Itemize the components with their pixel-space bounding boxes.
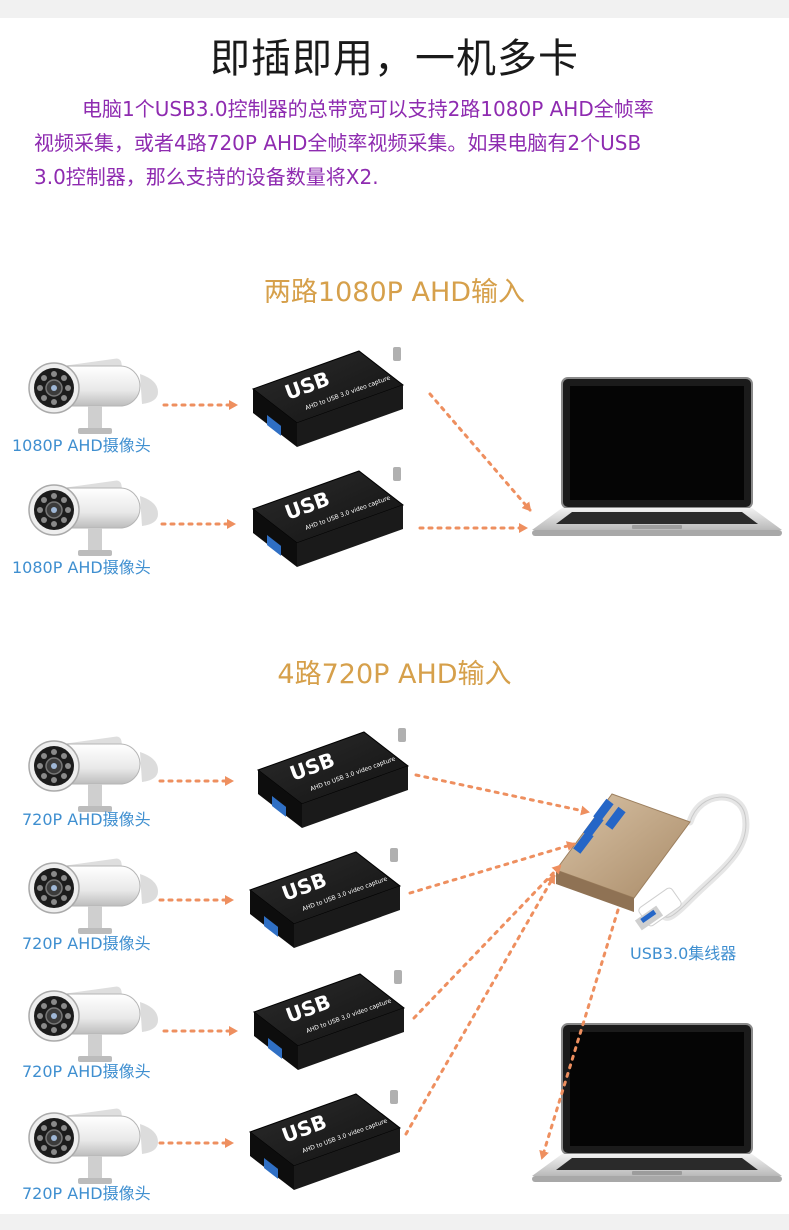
intro-line-3: 3.0控制器，那么支持的设备数量将X2. bbox=[34, 165, 379, 189]
section2-heading: 4路720P AHD输入 bbox=[277, 659, 512, 690]
camera-label: 720P AHD摄像头 bbox=[22, 1062, 151, 1081]
capture-box-5: USB AHD to USB 3.0 video capture bbox=[253, 969, 405, 1071]
capture-box-2: USB AHD to USB 3.0 video capture bbox=[252, 466, 404, 568]
arrows-section1 bbox=[160, 392, 532, 533]
camera-label: 1080P AHD摄像头 bbox=[12, 436, 151, 455]
arrows-section2 bbox=[158, 773, 620, 1160]
camera-icon bbox=[28, 857, 159, 935]
camera-icon bbox=[28, 985, 159, 1063]
intro-line-2: 视频采集，或者4路720P AHD全帧率视频采集。如果电脑有2个USB bbox=[34, 131, 642, 155]
top-band bbox=[0, 0, 789, 18]
camera-label: 720P AHD摄像头 bbox=[22, 934, 151, 953]
camera-icon bbox=[28, 479, 159, 557]
section1-heading: 两路1080P AHD输入 bbox=[263, 277, 526, 308]
camera-icon bbox=[28, 1107, 159, 1185]
laptop-icon bbox=[531, 377, 783, 537]
capture-box-1: USB AHD to USB 3.0 video capture bbox=[252, 346, 404, 448]
usb-hub-icon bbox=[555, 793, 750, 931]
intro-paragraph: 电脑1个USB3.0控制器的总带宽可以支持2路1080P AHD全帧率 视频采集… bbox=[34, 92, 754, 194]
page-title: 即插即用，一机多卡 bbox=[210, 36, 579, 82]
camera-icon bbox=[28, 735, 159, 813]
camera-icon bbox=[28, 357, 159, 435]
camera-label: 1080P AHD摄像头 bbox=[12, 558, 151, 577]
capture-box-6: USB AHD to USB 3.0 video capture bbox=[249, 1089, 401, 1191]
capture-box-3: USB AHD to USB 3.0 video capture bbox=[257, 727, 409, 829]
bottom-band bbox=[0, 1214, 789, 1230]
laptop-icon bbox=[531, 1023, 783, 1183]
camera-label: 720P AHD摄像头 bbox=[22, 1184, 151, 1203]
camera-label: 720P AHD摄像头 bbox=[22, 810, 151, 829]
hub-label: USB3.0集线器 bbox=[630, 944, 737, 963]
capture-box-4: USB AHD to USB 3.0 video capture bbox=[249, 847, 401, 949]
intro-line-1: 电脑1个USB3.0控制器的总带宽可以支持2路1080P AHD全帧率 bbox=[82, 97, 654, 121]
